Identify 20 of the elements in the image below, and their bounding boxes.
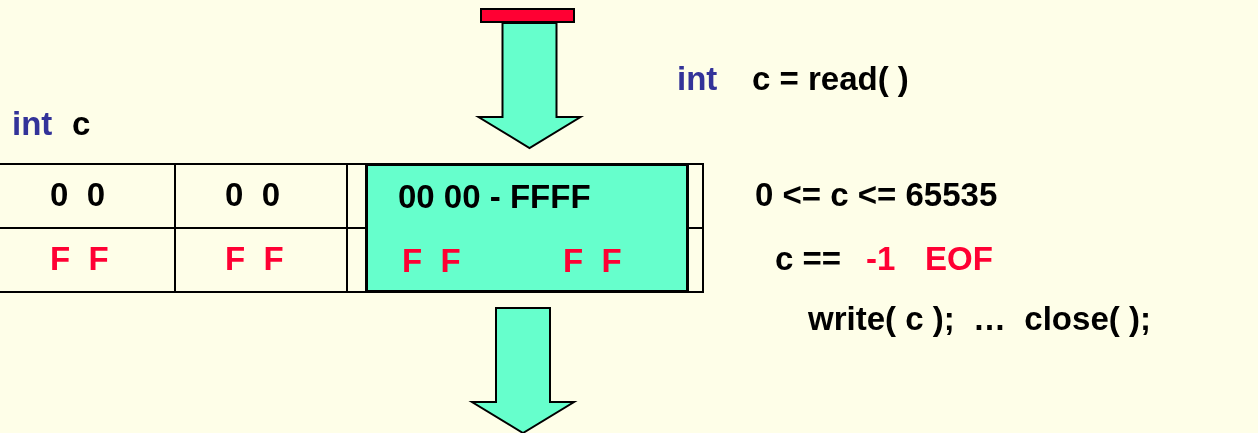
cell-value: F F [563, 242, 622, 280]
code-text: c == [775, 240, 842, 278]
code-text: -1 [866, 240, 896, 278]
bar-shape [480, 8, 575, 23]
code-text: c [72, 105, 91, 143]
code-text: c = read( ) [752, 60, 909, 98]
cell-value: 0 0 [50, 176, 106, 214]
code-text: write( c ); … close( ); [808, 300, 1151, 338]
keyword: int [12, 105, 53, 143]
cell-value: F F [50, 240, 109, 278]
code-text: 0 <= c <= 65535 [755, 176, 998, 214]
cell-value: 00 00 - FFFF [398, 178, 591, 216]
highlighted-cells [366, 164, 688, 292]
cell-value: 0 0 [225, 176, 281, 214]
block-arrow [474, 22, 585, 150]
cell-value: F F [402, 242, 461, 280]
cell-value: F F [225, 240, 284, 278]
keyword: int [677, 60, 718, 98]
block-arrow [468, 307, 578, 433]
code-text: EOF [925, 240, 993, 278]
